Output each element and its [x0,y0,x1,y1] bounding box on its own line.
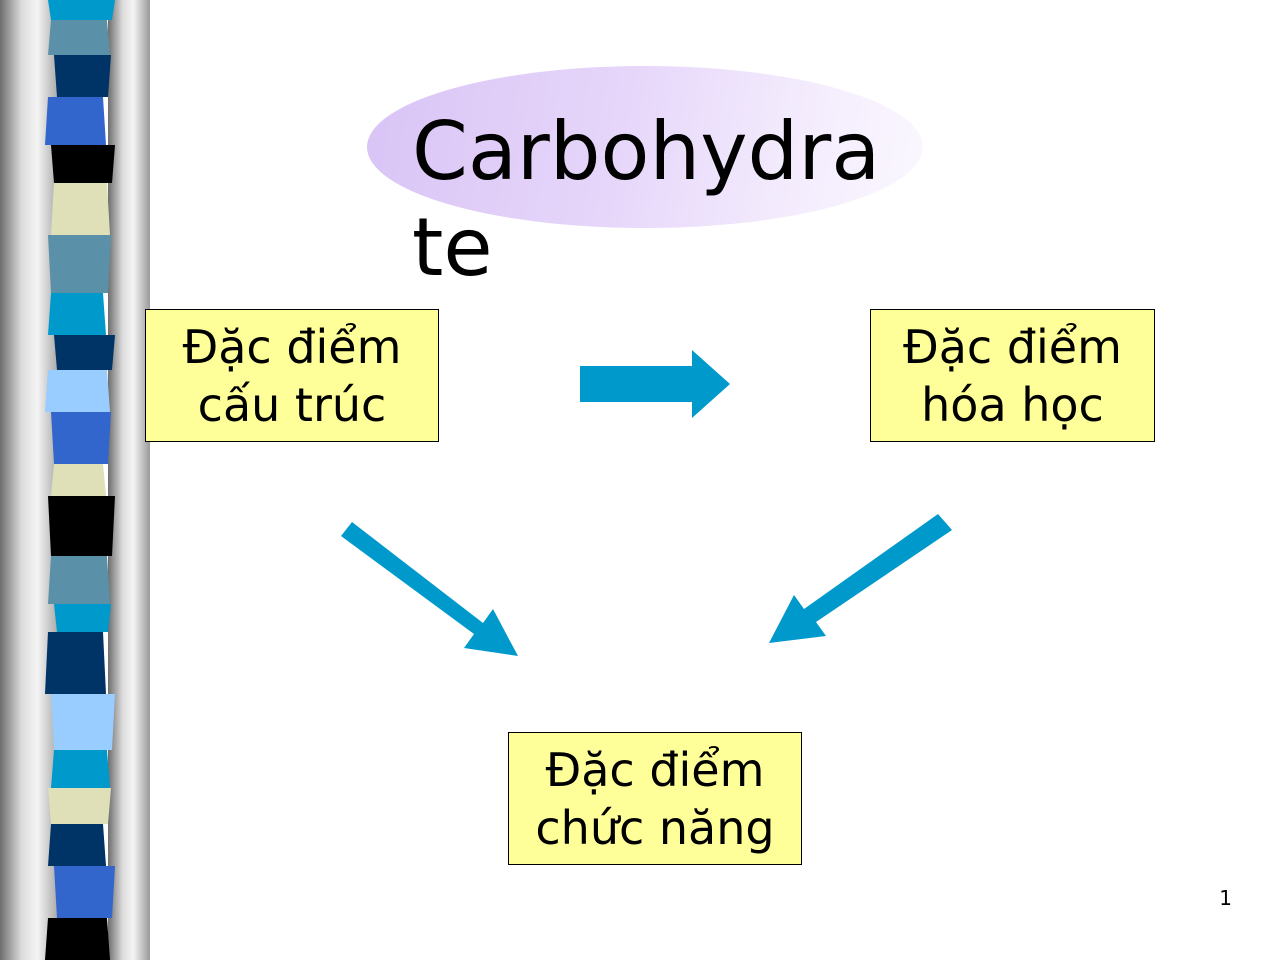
decor-stripe [45,632,106,694]
slide-title: Carbohydrate [412,105,881,294]
box-function-line2: chức năng [535,800,775,855]
decor-stripe [51,464,106,496]
side-decoration [0,0,150,960]
decor-stripe [48,556,110,604]
decor-stripe [48,824,106,866]
slide-number: 1 [1219,886,1232,910]
decor-stripe [54,866,115,918]
decor-stripe [45,370,110,412]
decor-stripe [45,97,106,145]
decor-stripe [51,145,115,183]
decor-stripe [45,918,110,960]
box-structure-line1: Đặc điểm [182,319,402,374]
box-chemical-features: Đặc điểm hóa học [870,309,1155,442]
decor-stripe [48,293,106,335]
decor-stripe [51,694,115,750]
decor-stripe [48,496,115,556]
box-function-features: Đặc điểm chức năng [508,732,802,865]
decor-stripe [51,750,110,788]
decor-stripe [51,183,110,235]
decor-stripe [54,335,115,370]
arrow-structure-to-chemical [580,350,730,418]
decor-stripe [48,20,110,55]
decor-stripe [54,55,111,97]
box-structure-line2: cấu trúc [197,377,387,432]
box-function-line1: Đặc điểm [545,742,765,797]
box-chemical-line1: Đặc điểm [903,319,1122,374]
decor-stripe [51,412,111,464]
arrow-chemical-to-function [769,514,952,643]
arrow-structure-to-function [341,522,518,656]
decor-stripe [48,788,111,824]
box-chemical-line2: hóa học [921,377,1104,432]
title-ellipse [367,66,923,228]
decor-stripe [54,604,111,632]
decor-stripe [48,235,111,293]
box-structure-features: Đặc điểm cấu trúc [145,309,439,442]
decor-stripe [48,0,115,20]
